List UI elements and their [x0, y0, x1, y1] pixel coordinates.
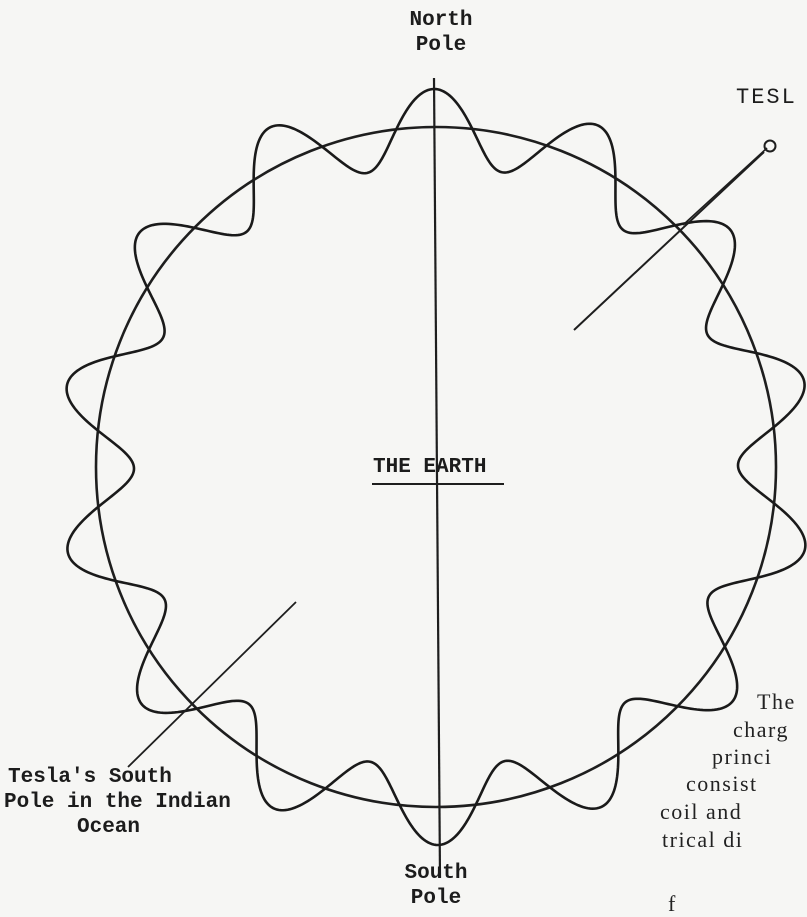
side-text-line3: princi	[712, 743, 772, 770]
south-pole-label-line2: Pole	[393, 886, 479, 911]
tesla-label-top: TESL	[736, 85, 797, 110]
tesla-south-pole-label-line2: Pole in the Indian	[4, 790, 304, 815]
earth-label: THE EARTH	[373, 455, 486, 480]
tesla-south-pole-label-line1: Tesla's South	[4, 765, 304, 790]
south-pole-label-line1: South	[393, 861, 479, 886]
tesla-south-pole-label-line3: Ocean	[4, 815, 304, 840]
south-pole-label: South Pole	[393, 861, 479, 911]
north-pole-label: North Pole	[398, 8, 484, 58]
south-pole-pointer-line	[128, 602, 296, 767]
tesla-tower-pointer-line-2	[683, 148, 767, 225]
side-text-line2: charg	[733, 716, 789, 743]
side-text-line5: coil and	[660, 798, 742, 825]
side-text-line1: The	[757, 688, 796, 715]
tesla-south-pole-label: Tesla's South Pole in the Indian Ocean	[4, 765, 304, 840]
side-text-line6: trical di	[662, 826, 743, 853]
north-pole-label-line2: Pole	[398, 33, 484, 58]
side-text-line4: consist	[686, 770, 758, 797]
side-text-line7: f	[668, 890, 677, 917]
north-pole-label-line1: North	[398, 8, 484, 33]
tesla-tower-ring-icon	[765, 141, 776, 152]
